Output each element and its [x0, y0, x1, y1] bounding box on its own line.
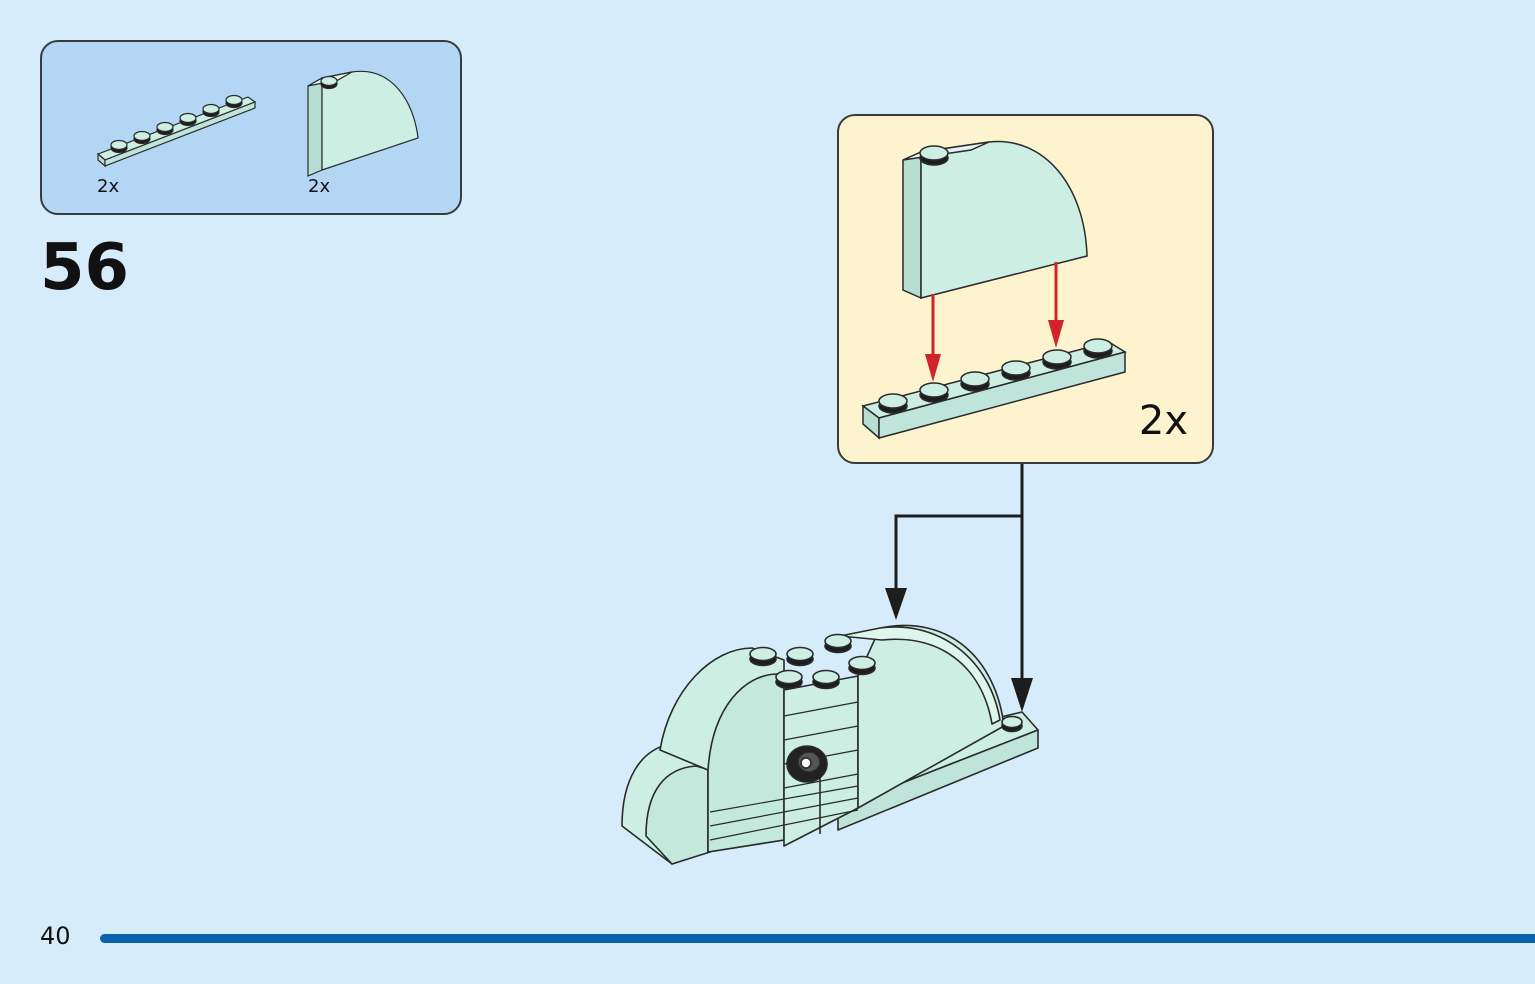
part-qty-plate: 2x [97, 176, 120, 197]
plate-1x6-icon [96, 94, 257, 168]
sub-assembly-box: 2x [837, 114, 1214, 464]
sub-assembly-illustration [861, 140, 1127, 440]
sub-assembly-qty: 2x [1138, 398, 1188, 444]
arrow-head-right [1011, 678, 1033, 712]
curved-slope-brick-icon [307, 70, 419, 177]
arrow-head-left [885, 588, 907, 620]
curved-slope-brick-large [902, 140, 1088, 300]
parts-list-box: 2x 2x [40, 40, 462, 215]
red-arrow-right [1048, 262, 1064, 348]
part-qty-slope: 2x [308, 176, 331, 197]
connector-arrows [894, 464, 1024, 688]
page-progress-bar [100, 934, 1535, 943]
whale-eye-icon [786, 745, 828, 783]
plate-1x6-large [861, 338, 1127, 440]
page-number: 40 [40, 922, 71, 950]
parts-illustration [96, 70, 419, 177]
model-studs [749, 633, 1023, 733]
red-arrow-left [925, 294, 941, 382]
step-number: 56 [40, 231, 130, 305]
whale-model [621, 624, 1039, 865]
